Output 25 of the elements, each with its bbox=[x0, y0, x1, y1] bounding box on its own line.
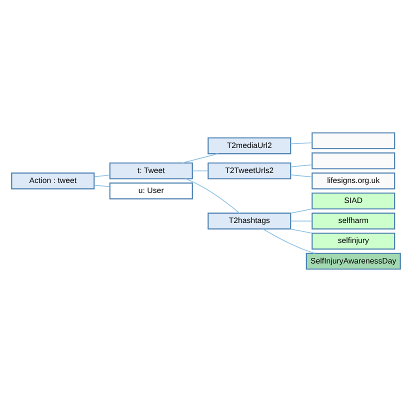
node-box: Action : tweet bbox=[11, 172, 95, 189]
connector bbox=[94, 184, 110, 187]
connector bbox=[94, 174, 110, 177]
node-box bbox=[312, 132, 396, 149]
connector bbox=[290, 228, 313, 234]
node-box: selfinjury bbox=[312, 232, 396, 250]
connector bbox=[290, 220, 313, 222]
connector bbox=[262, 228, 316, 254]
node-box: T2hashtags bbox=[208, 212, 292, 229]
node-box: SIAD bbox=[312, 192, 396, 209]
node-box: u: User bbox=[109, 182, 193, 199]
node-box: lifesigns.org.uk bbox=[312, 172, 396, 189]
connector bbox=[182, 152, 219, 163]
connector bbox=[192, 170, 208, 171]
connector bbox=[290, 208, 313, 214]
node-box: t: Tweet bbox=[109, 162, 193, 179]
connector bbox=[290, 164, 313, 167]
connector bbox=[185, 178, 240, 214]
node-box bbox=[312, 152, 396, 169]
node-box: selfharm bbox=[312, 212, 396, 229]
connector bbox=[290, 142, 313, 144]
connector bbox=[290, 174, 313, 177]
node-box: T2TweetUrls2 bbox=[208, 162, 292, 179]
node-box: T2mediaUrl2 bbox=[208, 136, 292, 154]
node-box: SelfInjuryAwarenessDay bbox=[306, 252, 401, 270]
